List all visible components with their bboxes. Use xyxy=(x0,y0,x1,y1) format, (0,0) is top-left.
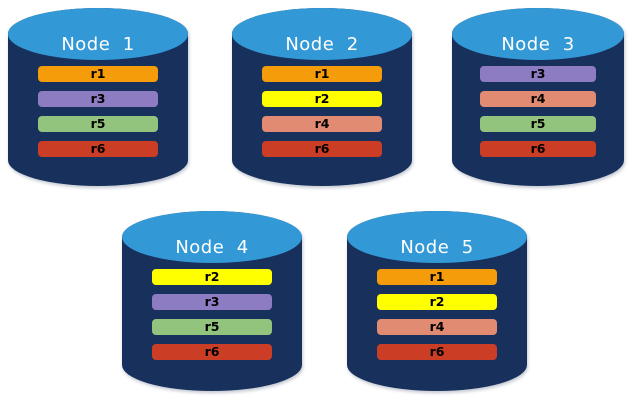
cylinder-top-ellipse xyxy=(347,211,527,264)
replica-bar[interactable]: r2 xyxy=(377,294,497,310)
replica-bar[interactable]: r2 xyxy=(262,91,382,107)
replica-bar[interactable]: r1 xyxy=(377,269,497,285)
replica-bar[interactable]: r6 xyxy=(480,141,596,157)
replica-bar[interactable]: r6 xyxy=(152,344,272,360)
cylinder-top-ellipse xyxy=(232,8,412,60)
replica-bar[interactable]: r6 xyxy=(38,141,158,157)
replica-bar[interactable]: r4 xyxy=(262,116,382,132)
replica-bar[interactable]: r5 xyxy=(480,116,596,132)
replica-bar[interactable]: r1 xyxy=(262,66,382,82)
replica-list: r1 r3 r5 r6 xyxy=(8,66,188,157)
replica-list: r2 r3 r5 r6 xyxy=(122,269,302,360)
replica-bar[interactable]: r2 xyxy=(152,269,272,285)
replica-bar[interactable]: r3 xyxy=(152,294,272,310)
replica-bar[interactable]: r5 xyxy=(152,319,272,335)
replica-bar[interactable]: r3 xyxy=(38,91,158,107)
replica-bar[interactable]: r6 xyxy=(262,141,382,157)
replica-bar[interactable]: r1 xyxy=(38,66,158,82)
cylinder-top-ellipse xyxy=(122,211,302,264)
replica-list: r1 r2 r4 r6 xyxy=(232,66,412,157)
replica-list: r3 r4 r5 r6 xyxy=(452,66,624,157)
replica-bar[interactable]: r4 xyxy=(377,319,497,335)
cylinder-top-ellipse xyxy=(452,8,624,60)
replica-list: r1 r2 r4 r6 xyxy=(347,269,527,360)
replica-bar[interactable]: r5 xyxy=(38,116,158,132)
replica-bar[interactable]: r3 xyxy=(480,66,596,82)
replica-bar[interactable]: r4 xyxy=(480,91,596,107)
replica-bar[interactable]: r6 xyxy=(377,344,497,360)
cylinder-top-ellipse xyxy=(8,8,188,60)
